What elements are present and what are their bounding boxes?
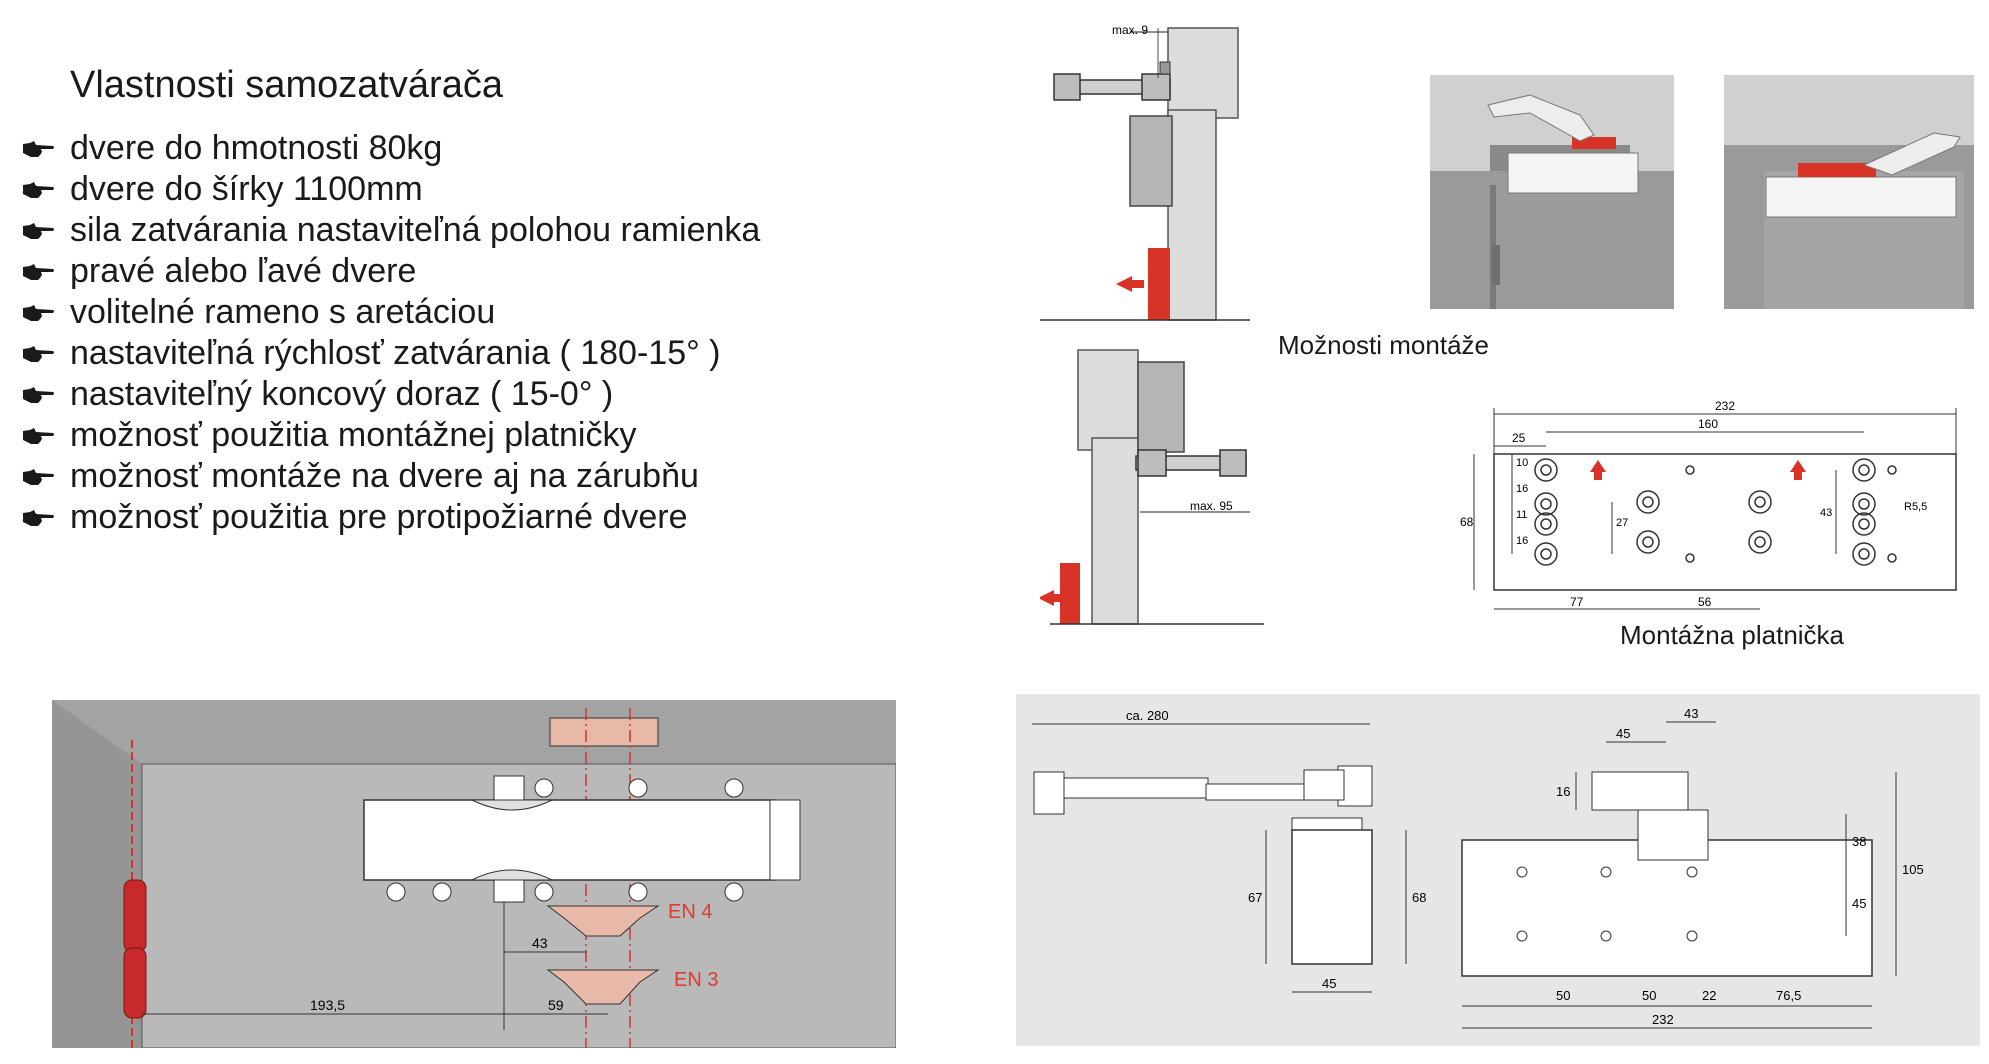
feature-text: dvere do šírky 1100mm	[70, 170, 423, 208]
feature-text: možnosť použitia pre protipožiarné dvere	[70, 498, 688, 536]
dim-16a: 16	[1516, 483, 1528, 495]
dim-16b: 16	[1516, 535, 1528, 547]
max-9-label: max. 9	[1112, 23, 1148, 37]
feature-text: možnosť montáže na dvere aj na zárubňu	[70, 457, 699, 495]
pointing-hand-icon	[23, 387, 54, 403]
dim-193-5: 193,5	[310, 997, 345, 1013]
dim-r55: R5,5	[1904, 501, 1927, 513]
feature-item: pravé alebo ľavé dvere	[22, 251, 760, 292]
feature-item: nastaviteľná rýchlosť zatvárania ( 180-1…	[22, 333, 760, 374]
feature-item: sila zatvárania nastaviteľná polohou ram…	[22, 210, 760, 251]
feature-item: možnosť montáže na dvere aj na zárubňu	[22, 456, 760, 497]
feature-item: volitelné rameno s aretáciou	[22, 292, 760, 333]
pointing-hand-icon	[23, 346, 54, 362]
max-95-label: max. 95	[1190, 499, 1233, 513]
photo-door-mount	[1430, 75, 1674, 309]
dim-25: 25	[1512, 431, 1526, 445]
dim-11: 11	[1516, 509, 1527, 521]
feature-text: nastaviteľný koncový doraz ( 15-0° )	[70, 375, 614, 413]
mounting-plate-diagram: 232 160 25 68 10 16 11 16 27 43 R5,5 77 …	[1460, 399, 1957, 610]
door-mount-diagram: max. 95	[1040, 349, 1264, 625]
dim-27: 27	[1616, 517, 1628, 529]
en3-label: EN 3	[674, 969, 718, 991]
dim-59: 59	[548, 997, 564, 1013]
dim-56: 56	[1698, 595, 1712, 609]
feature-item: nastaviteľný koncový doraz ( 15-0° )	[22, 374, 760, 415]
en4-label: EN 4	[668, 901, 712, 923]
mounting-side-diagrams: max. 9 max. 95	[1040, 23, 1264, 625]
dim-77: 77	[1570, 595, 1584, 609]
pointing-hand-icon	[23, 264, 54, 280]
feature-item: dvere do hmotnosti 80kg	[22, 128, 760, 169]
installation-drawing: EN 4 EN 3 43 193,5 59	[52, 700, 896, 1048]
dimension-drawing: ca. 280 45 43 16 38 45 105 67 68 45 50 5…	[1016, 694, 1980, 1046]
feature-item: možnosť použitia montážnej platničky	[22, 415, 760, 456]
dim-43-install: 43	[532, 935, 548, 951]
mounting-plate-caption: Montážna platnička	[1620, 620, 1845, 650]
dim-16: 16	[1556, 784, 1570, 799]
feature-text: pravé alebo ľavé dvere	[70, 252, 417, 290]
frame-mount-diagram: max. 9	[1040, 23, 1250, 321]
feature-item: dvere do šírky 1100mm	[22, 169, 760, 210]
dim-10: 10	[1516, 457, 1528, 469]
pointing-hand-icon	[23, 223, 54, 239]
dim-50-a: 50	[1556, 988, 1570, 1003]
dim-76-5: 76,5	[1776, 988, 1801, 1003]
photo-frame-mount	[1724, 75, 1974, 309]
dim-45-top: 45	[1616, 726, 1630, 741]
feature-text: volitelné rameno s aretáciou	[70, 293, 496, 331]
pointing-hand-icon	[23, 141, 54, 157]
feature-list: dvere do hmotnosti 80kg dvere do šírky 1…	[22, 128, 760, 538]
dim-45-right: 45	[1852, 896, 1866, 911]
feature-text: dvere do hmotnosti 80kg	[70, 129, 443, 167]
dim-67: 67	[1248, 890, 1262, 905]
pointing-hand-icon	[23, 182, 54, 198]
feature-text: možnosť použitia montážnej platničky	[70, 416, 637, 454]
pointing-hand-icon	[23, 510, 54, 526]
dim-68-side: 68	[1412, 890, 1426, 905]
dim-ca-280: ca. 280	[1126, 708, 1169, 723]
pointing-hand-icon	[23, 428, 54, 444]
dim-43-top: 43	[1684, 706, 1698, 721]
dim-43: 43	[1820, 507, 1832, 519]
dim-45-side: 45	[1322, 976, 1336, 991]
pointing-hand-icon	[23, 469, 54, 485]
dim-38: 38	[1852, 834, 1866, 849]
pointing-hand-icon	[23, 305, 54, 321]
dim-105: 105	[1902, 862, 1924, 877]
dim-22: 22	[1702, 988, 1716, 1003]
dim-232-total: 232	[1652, 1012, 1674, 1027]
dim-160: 160	[1698, 417, 1718, 431]
mounting-options-caption: Možnosti montáže	[1278, 330, 1489, 360]
features-title: Vlastnosti samozatvárača	[70, 64, 503, 106]
dim-232: 232	[1715, 399, 1735, 413]
dim-68: 68	[1460, 515, 1474, 529]
dim-50-b: 50	[1642, 988, 1656, 1003]
feature-text: sila zatvárania nastaviteľná polohou ram…	[70, 211, 761, 249]
feature-text: nastaviteľná rýchlosť zatvárania ( 180-1…	[70, 334, 721, 372]
feature-item: možnosť použitia pre protipožiarné dvere	[22, 497, 760, 538]
